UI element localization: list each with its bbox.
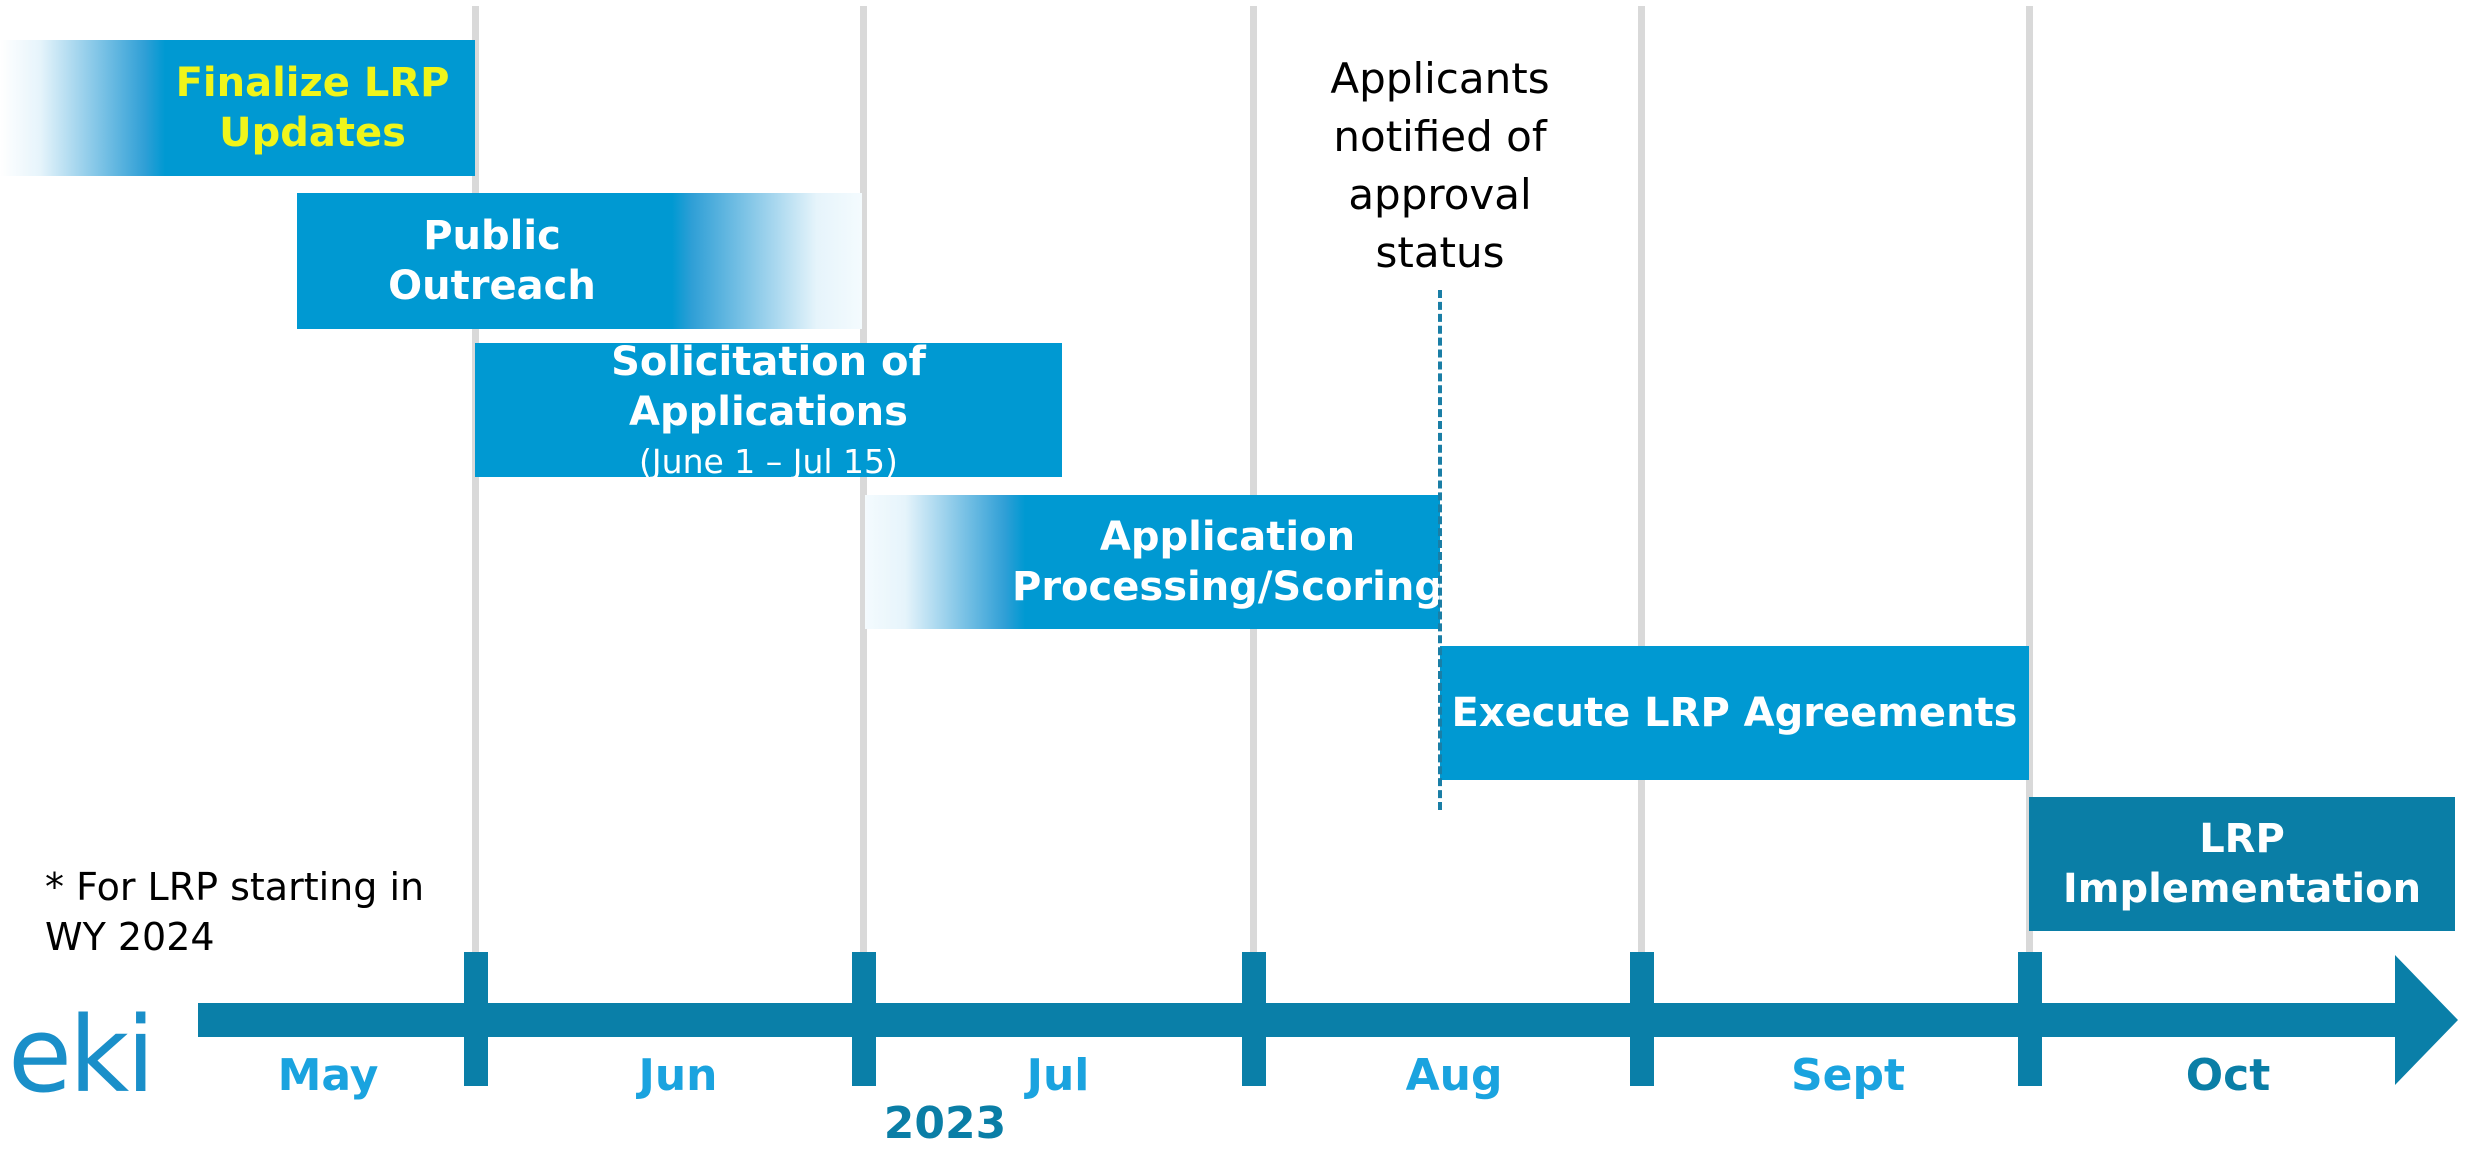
milestone-label: Applicants notified of approval status — [1290, 50, 1590, 282]
footnote-line: WY 2024 — [45, 915, 215, 959]
task-date-range: (June 1 – Jul 15) — [639, 442, 898, 482]
milestone-line: status — [1375, 228, 1505, 277]
timeline-tick — [852, 952, 876, 1086]
month-label-sept: Sept — [1790, 1050, 1906, 1101]
month-label-oct: Oct — [2185, 1050, 2271, 1101]
milestone-dashed-line — [1438, 290, 1442, 810]
task-label-line: Public — [423, 213, 561, 259]
month-label-may: May — [277, 1050, 379, 1101]
milestone-line: approval — [1348, 170, 1532, 219]
task-label-line: Updates — [219, 110, 406, 156]
year-label: 2023 — [883, 1098, 1007, 1149]
task-label-line: Execute LRP Agreements — [1451, 690, 2018, 736]
task-bar-public-outreach: Public Outreach — [297, 193, 862, 329]
timeline-tick — [1630, 952, 1654, 1086]
month-label-jun: Jun — [638, 1050, 718, 1101]
footnote-line: * For LRP starting in — [45, 865, 425, 909]
footnote: * For LRP starting in WY 2024 — [45, 862, 424, 962]
task-label-line: Finalize LRP — [175, 60, 450, 106]
task-bar-lrp-implementation: LRP Implementation — [2029, 797, 2455, 931]
timeline-tick — [464, 952, 488, 1086]
gridline-sept-oct — [2026, 6, 2033, 954]
timeline-tick — [1242, 952, 1266, 1086]
task-label-line: Outreach — [388, 263, 596, 309]
milestone-line: notified of — [1333, 112, 1547, 161]
month-label-aug: Aug — [1405, 1050, 1503, 1101]
task-bar-execute-lrp-agreements: Execute LRP Agreements — [1440, 646, 2029, 780]
task-label-line: Solicitation of Applications — [611, 339, 926, 436]
task-label-line: Processing/Scoring — [1012, 564, 1443, 610]
task-label-line: Application — [1099, 514, 1356, 560]
gridline-jul-aug — [1250, 6, 1257, 954]
month-label-jul: Jul — [1026, 1050, 1090, 1101]
timeline-tick — [2018, 952, 2042, 1086]
task-label-line: LRP — [2199, 816, 2285, 862]
eki-logo: eki — [8, 994, 155, 1116]
task-bar-solicitation-of-applications: Solicitation of Applications (June 1 – J… — [475, 339, 1062, 481]
gridline-aug-sept — [1638, 6, 1645, 954]
task-bar-application-processing-scoring: Application Processing/Scoring — [865, 495, 1443, 629]
gridline-jun-jul — [860, 6, 867, 954]
gridline-may-jun — [472, 6, 479, 954]
task-bar-finalize-lrp-updates: Finalize LRP Updates — [0, 40, 475, 176]
task-label-line: Implementation — [2062, 866, 2422, 912]
milestone-line: Applicants — [1330, 54, 1550, 103]
